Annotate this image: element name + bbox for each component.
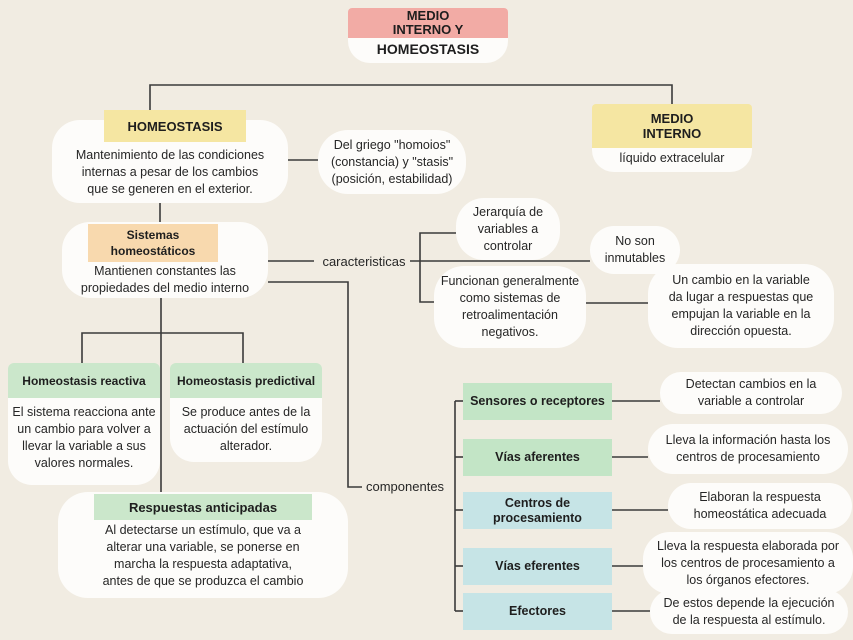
retroalimentacion-bubble: Funcionan generalmente como sistemas de … — [434, 266, 586, 348]
no-inmutables-bubble: No son inmutables — [590, 226, 680, 274]
sistemas-header: Sistemas homeostáticos — [88, 224, 218, 262]
reactiva-node — [8, 398, 160, 485]
cambio-variable-bubble: Un cambio en la variable da lugar a resp… — [648, 264, 834, 348]
homeostasis-header: HOMEOSTASIS — [104, 110, 246, 142]
desc-efectores-bubble: De estos depende la ejecución de la resp… — [650, 590, 848, 634]
anticipadas-body: Al detectarse un estímulo, que va a alte… — [102, 523, 304, 588]
component-centros: Centros de procesamiento — [463, 492, 612, 529]
desc-vias-eferentes-bubble: Lleva la respuesta elaborada por los cen… — [643, 532, 853, 594]
medio-interno-header: MEDIO INTERNO — [592, 104, 752, 148]
medio-interno-body: líquido extracelular — [619, 151, 725, 165]
component-efectores: Efectores — [463, 593, 612, 630]
jerarquia-bubble: Jerarquía de variables a controlar — [456, 198, 560, 260]
connector-caracteristicas-bracket — [419, 232, 456, 303]
title-subheader: HOMEOSTASIS — [376, 41, 480, 57]
componentes-label: componentes — [366, 479, 445, 494]
predictival-node — [170, 398, 322, 462]
title-header: MEDIO INTERNO Y — [348, 8, 508, 38]
anticipadas-header: Respuestas anticipadas — [94, 494, 312, 520]
desc-vias-aferentes-bubble: Lleva la información hasta los centros d… — [648, 424, 848, 474]
connector-top-bracket — [149, 84, 673, 110]
connector-componentes-drop — [268, 281, 362, 488]
reactiva-header: Homeostasis reactiva — [8, 363, 160, 398]
desc-centros-bubble: Elaboran la respuesta homeostática adecu… — [668, 483, 852, 529]
predictival-body: Se produce antes de la actuación del est… — [181, 405, 311, 453]
predictival-header: Homeostasis predictival — [170, 363, 322, 398]
component-vias-eferentes: Vías eferentes — [463, 548, 612, 585]
caracteristicas-label: caracteristicas — [322, 254, 406, 269]
connector-tipos-branch — [81, 332, 244, 363]
homeostasis-body: Mantenimiento de las condiciones interna… — [75, 148, 265, 196]
component-vias-aferentes: Vías aferentes — [463, 439, 612, 476]
component-sensores: Sensores o receptores — [463, 383, 612, 420]
sistemas-body: Mantienen constantes las propiedades del… — [80, 264, 250, 295]
etymology-bubble: Del griego "homoios" (constancia) y "sta… — [318, 130, 466, 194]
desc-sensores-bubble: Detectan cambios en la variable a contro… — [660, 372, 842, 414]
reactiva-body: El sistema reacciona ante un cambio para… — [12, 405, 156, 470]
